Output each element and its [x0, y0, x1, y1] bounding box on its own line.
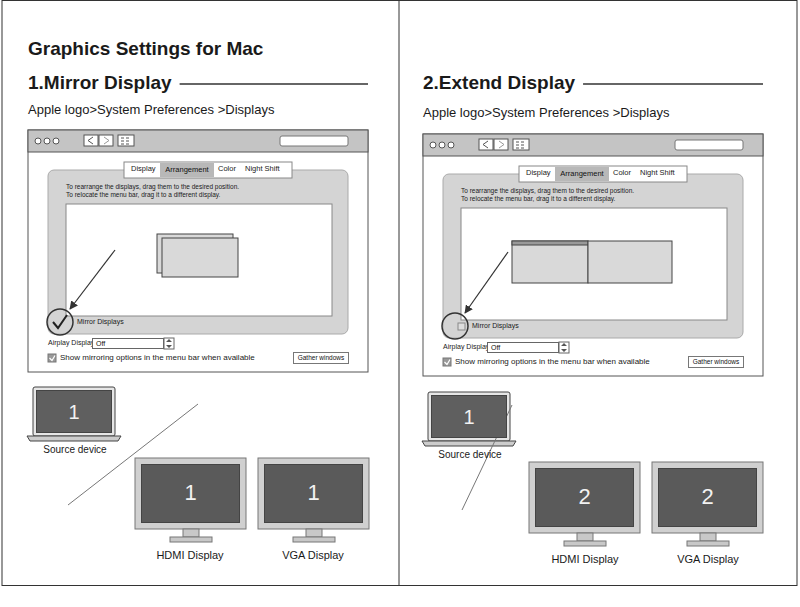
push-button: Gather windows — [688, 356, 744, 368]
monitor — [577, 533, 593, 541]
checkbox-label: Mirror Displays — [472, 322, 519, 330]
device-caption: VGA Display — [282, 549, 344, 562]
laptop-screen: 1 — [431, 395, 507, 438]
settings-window — [28, 130, 368, 372]
mirrored-displays — [47, 309, 73, 335]
monitor — [183, 529, 199, 537]
extended-displays — [588, 241, 672, 283]
mirrored-displays — [70, 250, 115, 309]
monitor — [529, 462, 640, 533]
display-number: 1 — [184, 481, 196, 505]
tab-label: Color — [218, 165, 236, 174]
monitor — [135, 458, 246, 529]
extended-displays — [512, 241, 588, 283]
checkbox-label: Mirror Displays — [77, 318, 124, 326]
display-number: 2 — [701, 485, 713, 509]
instruction-text: To relocate the menu bar, drag it to a d… — [461, 195, 615, 202]
laptop — [422, 441, 516, 446]
panel-divider — [399, 0, 400, 585]
monitor — [258, 458, 369, 529]
push-button: Gather windows — [293, 352, 349, 364]
monitor-screen: 2 — [535, 468, 634, 527]
tab-label: Night Shift — [245, 165, 280, 174]
monitor — [135, 458, 763, 546]
extended-displays — [458, 323, 465, 330]
page-frame — [2, 1, 797, 586]
monitor — [652, 462, 763, 533]
mirrored-displays — [162, 238, 238, 277]
button-text: Off — [96, 340, 105, 348]
instruction-text: To relocate the menu bar, drag it to a d… — [66, 191, 220, 198]
button-text: Gather windows — [298, 354, 345, 361]
laptop-screen: 1 — [36, 390, 112, 433]
tab-button: Arrangement — [160, 163, 214, 177]
device-caption: Source device — [43, 444, 106, 456]
tab-label: Display — [131, 165, 156, 174]
instruction-text: To rearrange the displays, drag them to … — [66, 183, 239, 190]
select-box: Off — [487, 342, 559, 353]
page-title: Graphics Settings for Mac — [28, 38, 263, 60]
laptop — [27, 436, 121, 441]
mirrored-displays — [53, 315, 67, 328]
tab-button: Arrangement — [555, 167, 609, 181]
menu-path: Apple logo>System Preferences >Displays — [423, 106, 669, 121]
laptop — [27, 387, 516, 446]
section-heading: 2.Extend Display — [423, 72, 575, 94]
monitor — [306, 529, 322, 537]
tab-label: Color — [613, 169, 631, 178]
monitor — [700, 533, 716, 541]
settings-window — [423, 134, 763, 376]
menu-path: Apple logo>System Preferences >Displays — [28, 103, 274, 118]
heading-rule — [583, 83, 763, 84]
display-number: 1 — [463, 406, 474, 428]
monitor — [293, 537, 335, 542]
device-caption: Source device — [438, 449, 501, 461]
laptop — [33, 387, 115, 436]
display-number: 1 — [68, 401, 79, 423]
checkbox-label: Show mirroring options in the menu bar w… — [455, 357, 650, 366]
monitor — [687, 541, 729, 546]
extended-displays — [465, 252, 508, 313]
display-number: 2 — [578, 485, 590, 509]
instruction-text: To rearrange the displays, drag them to … — [461, 187, 634, 194]
extended-displays — [512, 241, 588, 245]
checkbox-label: Show mirroring options in the menu bar w… — [60, 353, 255, 362]
mirrored-displays — [47, 234, 238, 335]
button-text: Off — [491, 344, 500, 352]
laptop — [428, 392, 510, 441]
tab-label: Night Shift — [640, 169, 675, 178]
device-caption: HDMI Display — [551, 553, 618, 566]
monitor — [564, 541, 606, 546]
tab-label: Display — [526, 169, 551, 178]
heading-rule — [180, 83, 368, 84]
monitor-screen: 2 — [658, 468, 757, 527]
button-text: Arrangement — [560, 170, 603, 178]
monitor-screen: 1 — [141, 464, 240, 523]
button-text: Arrangement — [165, 166, 208, 174]
monitor — [170, 537, 212, 542]
button-text: Gather windows — [693, 358, 740, 365]
extended-displays — [442, 241, 672, 339]
device-caption: HDMI Display — [156, 549, 223, 562]
display-number: 1 — [307, 481, 319, 505]
monitor-screen: 1 — [264, 464, 363, 523]
section-heading: 1.Mirror Display — [28, 72, 172, 94]
device-caption: VGA Display — [677, 553, 739, 566]
extended-displays — [442, 313, 468, 339]
select-box: Off — [92, 338, 164, 349]
